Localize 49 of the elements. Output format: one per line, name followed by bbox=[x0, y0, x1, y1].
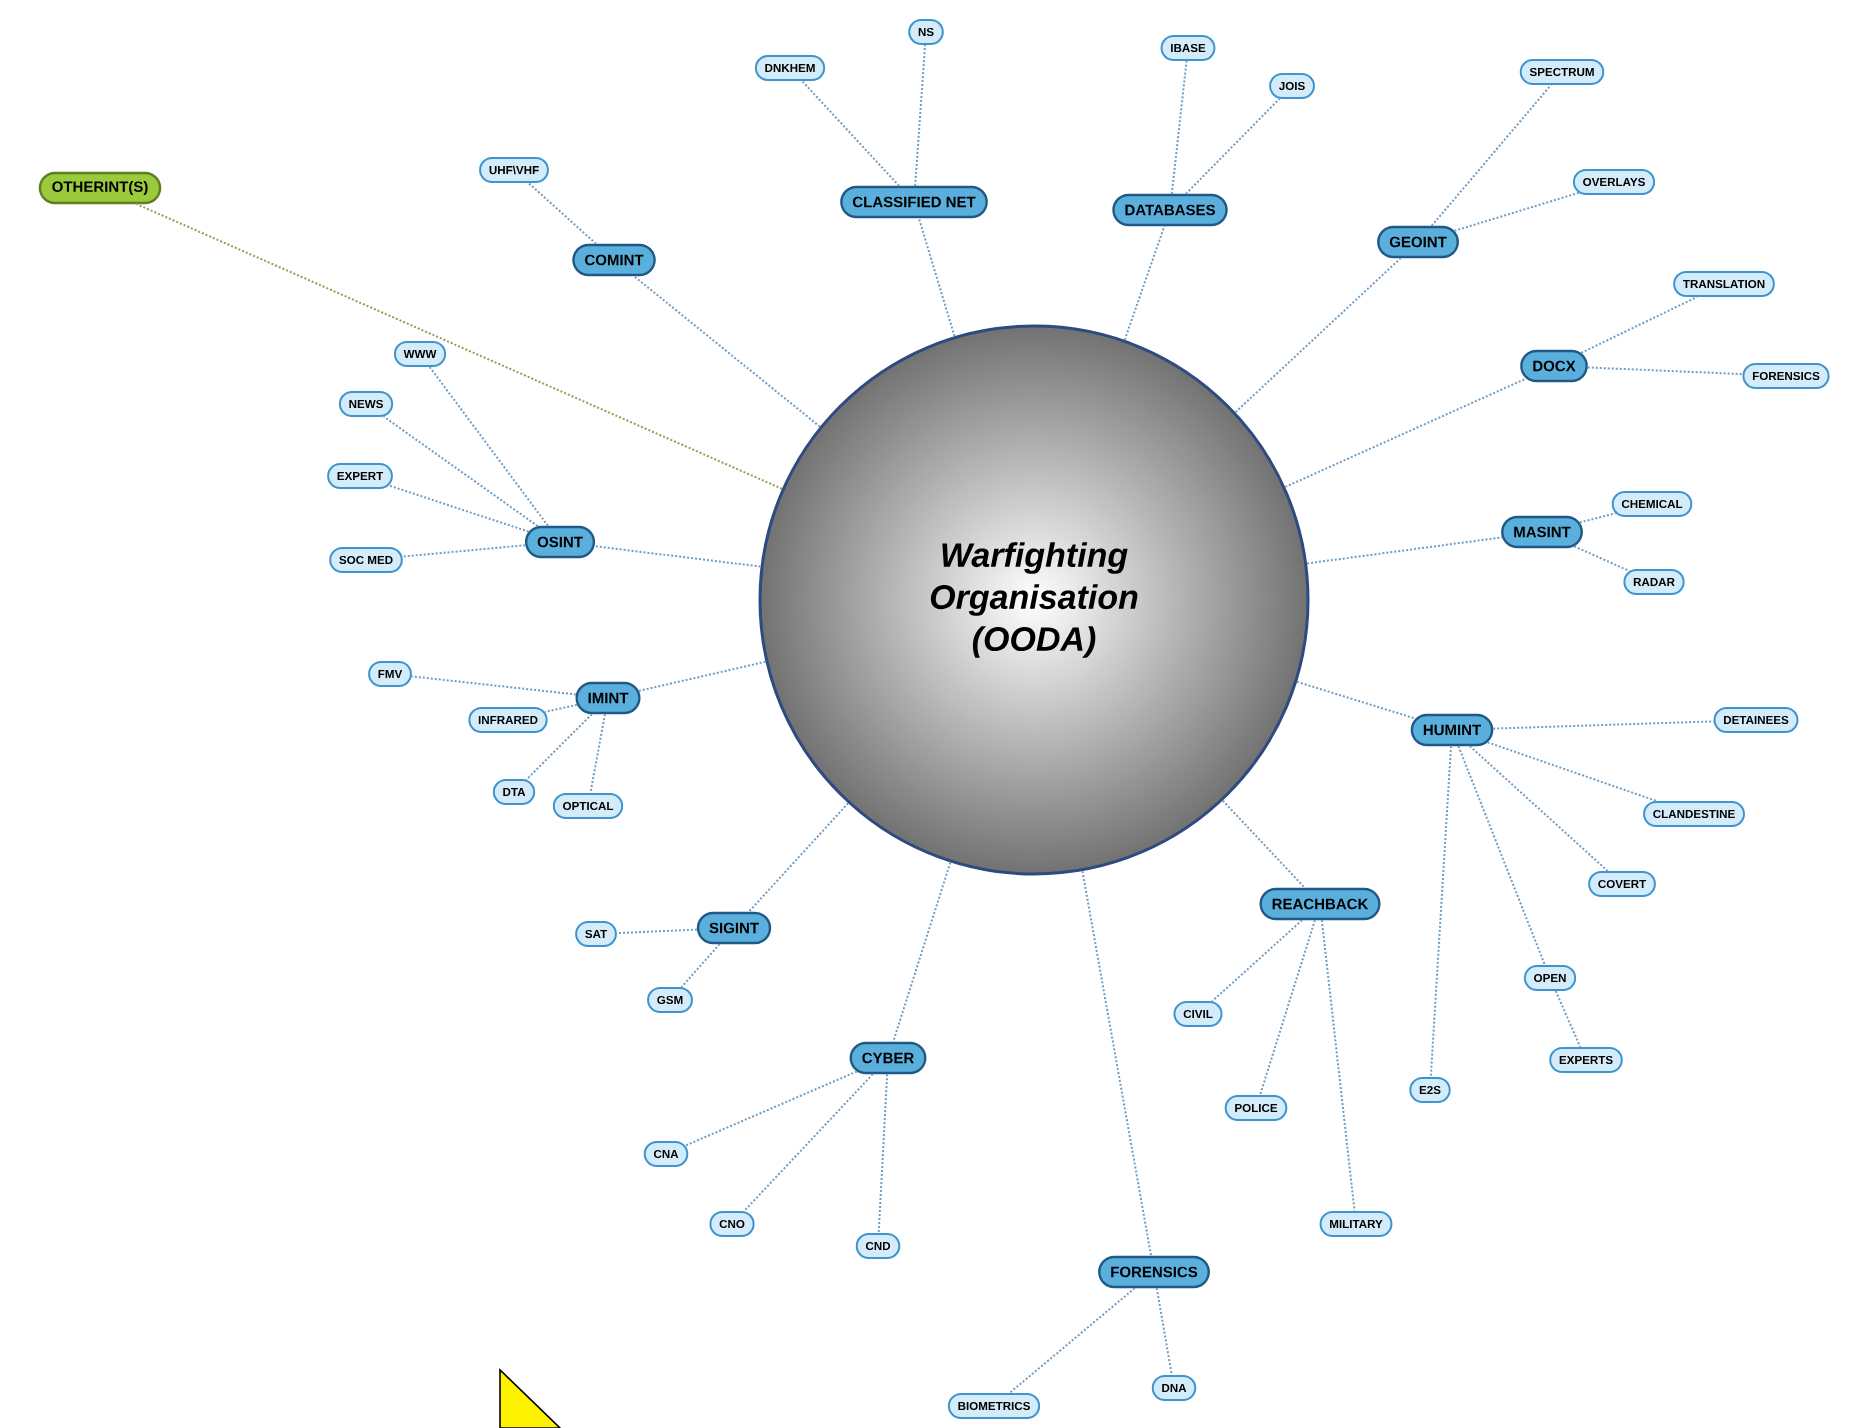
connector-line bbox=[527, 182, 597, 245]
connector-line bbox=[135, 203, 783, 490]
connector-line bbox=[747, 802, 850, 913]
connector-line bbox=[801, 80, 900, 187]
connector-line bbox=[428, 366, 549, 527]
connector-line bbox=[1457, 745, 1546, 966]
connector-line bbox=[593, 545, 762, 568]
connector-line bbox=[1306, 536, 1503, 565]
connector-line bbox=[680, 943, 721, 989]
connector-line bbox=[382, 415, 539, 528]
connector-line bbox=[525, 713, 593, 781]
connector-line bbox=[1573, 545, 1631, 572]
connector-line bbox=[387, 484, 530, 533]
connector-line bbox=[637, 660, 767, 692]
connector-line bbox=[877, 1073, 889, 1234]
connector-line bbox=[1211, 919, 1304, 1003]
connector-line bbox=[1284, 377, 1528, 488]
connector-line bbox=[1586, 366, 1744, 376]
connector-line bbox=[1008, 1287, 1136, 1394]
connector-line bbox=[543, 703, 578, 713]
connector-line bbox=[1486, 741, 1658, 802]
connector-line bbox=[684, 1070, 858, 1147]
connector-line bbox=[914, 44, 927, 187]
connector-line bbox=[1554, 990, 1582, 1048]
connector-line bbox=[401, 544, 527, 558]
connector-line bbox=[1430, 84, 1552, 227]
connector-line bbox=[1580, 296, 1699, 354]
connector-line bbox=[1234, 257, 1402, 414]
connector-line bbox=[1492, 720, 1715, 730]
connector-line bbox=[1184, 97, 1281, 195]
connector-line bbox=[1081, 870, 1153, 1257]
connector-line bbox=[892, 861, 952, 1043]
connector-line bbox=[1155, 1287, 1173, 1376]
connector-line bbox=[633, 275, 821, 428]
connector-line bbox=[1578, 512, 1617, 524]
connector-line bbox=[1259, 919, 1316, 1096]
connector-line bbox=[743, 1073, 874, 1213]
connector-line bbox=[410, 675, 577, 696]
connector-line bbox=[1320, 919, 1356, 1212]
connector-line bbox=[1453, 191, 1580, 232]
connector-line bbox=[1429, 745, 1452, 1078]
connector-line bbox=[1221, 799, 1306, 889]
connector-line bbox=[917, 217, 956, 338]
connector-line bbox=[1123, 225, 1166, 341]
connector-line bbox=[589, 713, 606, 794]
connector-line bbox=[1170, 60, 1188, 195]
connector-line bbox=[1468, 745, 1609, 872]
connector-line bbox=[615, 928, 698, 935]
connector-line bbox=[1296, 680, 1417, 720]
